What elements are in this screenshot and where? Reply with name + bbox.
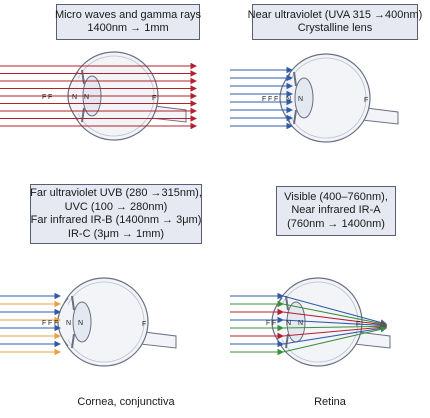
eye-microwave-lens-label-0: F bbox=[42, 94, 46, 101]
eye-microwave-iris-bottom bbox=[81, 107, 85, 123]
box-near-uv: Near ultraviolet (UVA 315 →400nm) Crysta… bbox=[248, 4, 422, 40]
eye-far-uv-lens-label-0: F bbox=[42, 320, 46, 327]
rays-layer bbox=[0, 62, 388, 356]
box-microwave-line-2: 1400nm → 1mm bbox=[87, 22, 169, 34]
box-visible-line-1: Visible (400–760nm), bbox=[284, 190, 388, 203]
eye-near-uv-iris-bottom bbox=[293, 109, 297, 125]
box-visible: Visible (400–760nm), Near infrared IR-A … bbox=[276, 186, 396, 236]
eye-far-uv-lens bbox=[72, 301, 92, 343]
eye-microwave-retina-label: F bbox=[152, 95, 156, 102]
box-near-uv-line-2: Crystalline lens bbox=[297, 22, 373, 34]
box-visible-line-2: Near infrared IR-A bbox=[291, 204, 381, 217]
ray-visible-focus-4 bbox=[282, 323, 388, 330]
box-microwave-line-1: Micro waves and gamma rays bbox=[54, 8, 202, 21]
eye-far-uv-lens-label-3: N bbox=[66, 320, 71, 327]
eye-visible-iris-top bbox=[285, 295, 289, 311]
eye-near-uv-lens-label-3: N bbox=[286, 96, 291, 103]
eye-near-uv-retina-label: F bbox=[364, 97, 368, 104]
ray-visible-focus-6 bbox=[282, 325, 388, 345]
eye-near-uv-lens bbox=[294, 77, 314, 119]
eye-far-uv-lens-label-2: F bbox=[54, 320, 58, 327]
box-far-uv: Far ultraviolet UVB (280 →315nm), UVC (1… bbox=[30, 184, 202, 244]
eye-visible-retina-label: F bbox=[356, 321, 360, 328]
ray-visible-focus-7 bbox=[282, 326, 388, 353]
ray-visible-focus-3 bbox=[282, 319, 388, 329]
eye-near-uv-lens-label-1: F bbox=[268, 96, 272, 103]
eye-visible-lens-label-0: F bbox=[266, 320, 270, 327]
box-near-uv-line-1: Near ultraviolet (UVA 315 →400nm) bbox=[247, 8, 423, 21]
caption-retina: Retina bbox=[314, 396, 346, 408]
eye-near-uv-lens-label-2: F bbox=[274, 96, 278, 103]
eye-far-uv-lens-label-4: N bbox=[78, 320, 83, 327]
box-microwave: Micro waves and gamma rays 1400nm → 1mm bbox=[54, 4, 202, 40]
box-far-uv-line-4: IR-C (3μm → 1mm) bbox=[67, 227, 165, 240]
box-far-uv-line-2: UVC (100 → 280nm) bbox=[64, 200, 168, 213]
box-visible-line-3: (760nm → 1400nm) bbox=[287, 217, 385, 230]
caption-cornea-conjunctiva: Cornea, conjunctiva bbox=[77, 396, 175, 408]
eye-microwave-lens-label-3: N bbox=[84, 94, 89, 101]
eye-far-uv-iris-bottom bbox=[71, 333, 75, 349]
eye-visible-lens-label-2: N bbox=[286, 320, 291, 327]
eye-visible-lens-label-3: N bbox=[298, 320, 303, 327]
ray-visible-focus-1 bbox=[282, 303, 388, 327]
ray-visible-focus-2 bbox=[282, 311, 388, 328]
eye-near-uv-lens-label-0: F bbox=[262, 96, 266, 103]
box-far-uv-line-1: Far ultraviolet UVB (280 →315nm), bbox=[30, 187, 202, 199]
eye-microwave-iris-top bbox=[81, 69, 85, 85]
eye-near-uv-iris-top bbox=[293, 71, 297, 87]
ray-visible-focus-5 bbox=[282, 324, 388, 337]
eye-microwave-lens-label-1: F bbox=[48, 94, 52, 101]
box-far-uv-line-3: Far infrared IR-B (1400nm → 3μm) bbox=[30, 214, 202, 226]
ray-visible-focus-0 bbox=[282, 295, 388, 326]
eye-far-uv-iris-top bbox=[71, 295, 75, 311]
eye-visible-lens-label-1: F bbox=[272, 320, 276, 327]
eye-far-uv bbox=[57, 277, 177, 367]
eye-near-uv-lens-label-4: N bbox=[298, 96, 303, 103]
eye-far-uv-retina-label: F bbox=[142, 321, 146, 328]
eye-microwave-lens-label-2: N bbox=[72, 94, 77, 101]
eye-visible-iris-bottom bbox=[285, 333, 289, 349]
eye-far-uv-lens-label-1: F bbox=[48, 320, 52, 327]
